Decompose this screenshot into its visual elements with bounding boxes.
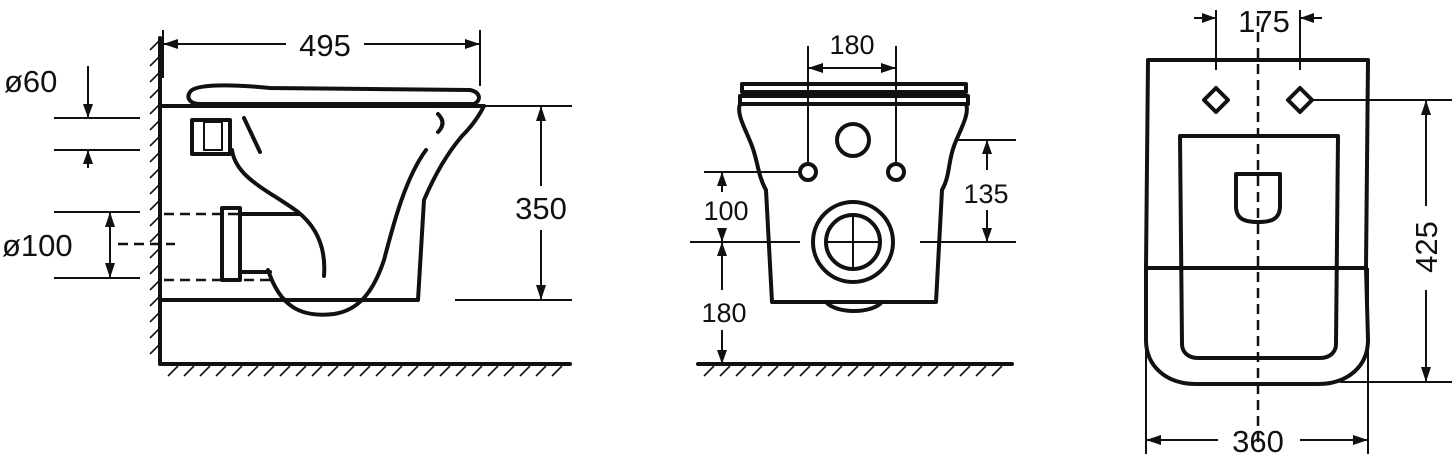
front-lid [740, 82, 968, 94]
dim-425-label: 425 [1409, 221, 1444, 273]
front-view: 180 100 180 135 [690, 30, 1016, 377]
side-bowl-outline [158, 104, 486, 302]
dim-front180-arrow-right [881, 63, 896, 73]
side-inlet-lever [242, 116, 262, 154]
side-view: 495 350 ø60 ø100 [2, 28, 572, 377]
front-body-outline [737, 102, 969, 304]
front-floor-hatching [703, 365, 1003, 377]
side-outlet-connector [220, 206, 242, 282]
dim-350-arrow-bottom [536, 285, 546, 300]
dim-495-arrow-right [465, 39, 480, 49]
top-seat-opening [1178, 134, 1340, 360]
top-bolt-left [1202, 86, 1230, 114]
dim-350-arrow-top [536, 106, 546, 121]
dim-100-label: ø100 [2, 228, 73, 263]
dim-front100-arrow-top [717, 172, 727, 186]
dim-front135-label: 135 [963, 179, 1008, 209]
front-base-curve [824, 300, 884, 313]
dim-350-label: 350 [515, 191, 567, 226]
front-bolt-right [886, 162, 906, 182]
dim-175-arrow-left [1202, 13, 1216, 23]
dim-175-label: 175 [1238, 4, 1290, 39]
front-seat [738, 94, 970, 106]
dim-100-arrow-top [105, 212, 115, 227]
side-inlet-block [190, 118, 232, 156]
front-inlet-hole [835, 122, 871, 158]
dim-495-arrow-left [163, 39, 178, 49]
side-wall-hatching [149, 39, 161, 355]
side-rim-notch [436, 112, 445, 134]
dim-front180b-arrow-top [717, 242, 727, 256]
dim-100-arrow-bottom [105, 263, 115, 278]
dim-425-arrow-bottom [1421, 367, 1431, 382]
dim-front100-label: 100 [703, 196, 748, 226]
side-trap-inner [230, 148, 327, 278]
top-bolt-right [1286, 86, 1314, 114]
dim-front180-label: 180 [829, 30, 874, 60]
dim-front180b-arrow-bottom [717, 350, 727, 364]
dim-425-arrow-top [1421, 100, 1431, 115]
dim-360-arrow-right [1353, 435, 1368, 445]
dim-360-arrow-left [1146, 435, 1161, 445]
front-outlet-outer [811, 200, 895, 284]
dim-495-label: 495 [299, 28, 351, 63]
side-trap-outer [266, 148, 428, 317]
dim-60-arrow-bottom [83, 150, 93, 164]
top-view: 175 425 360 [1144, 4, 1452, 459]
dim-front100-arrow-bottom [717, 228, 727, 242]
dim-front135-arrow-bottom [982, 228, 992, 242]
dim-360-label: 360 [1232, 424, 1284, 459]
side-inlet-core [203, 121, 223, 151]
dim-front180b-label: 180 [701, 298, 746, 328]
dim-60-arrow-top [83, 104, 93, 118]
dim-front135-arrow-top [982, 140, 992, 154]
dim-front180-arrow-left [808, 63, 823, 73]
side-seat-lid [186, 83, 481, 106]
side-floor-hatching [167, 365, 563, 377]
top-bowl-drain [1234, 172, 1282, 224]
dim-60-label: ø60 [4, 64, 57, 99]
dim-175-arrow-right [1300, 13, 1314, 23]
front-bolt-left [798, 162, 818, 182]
